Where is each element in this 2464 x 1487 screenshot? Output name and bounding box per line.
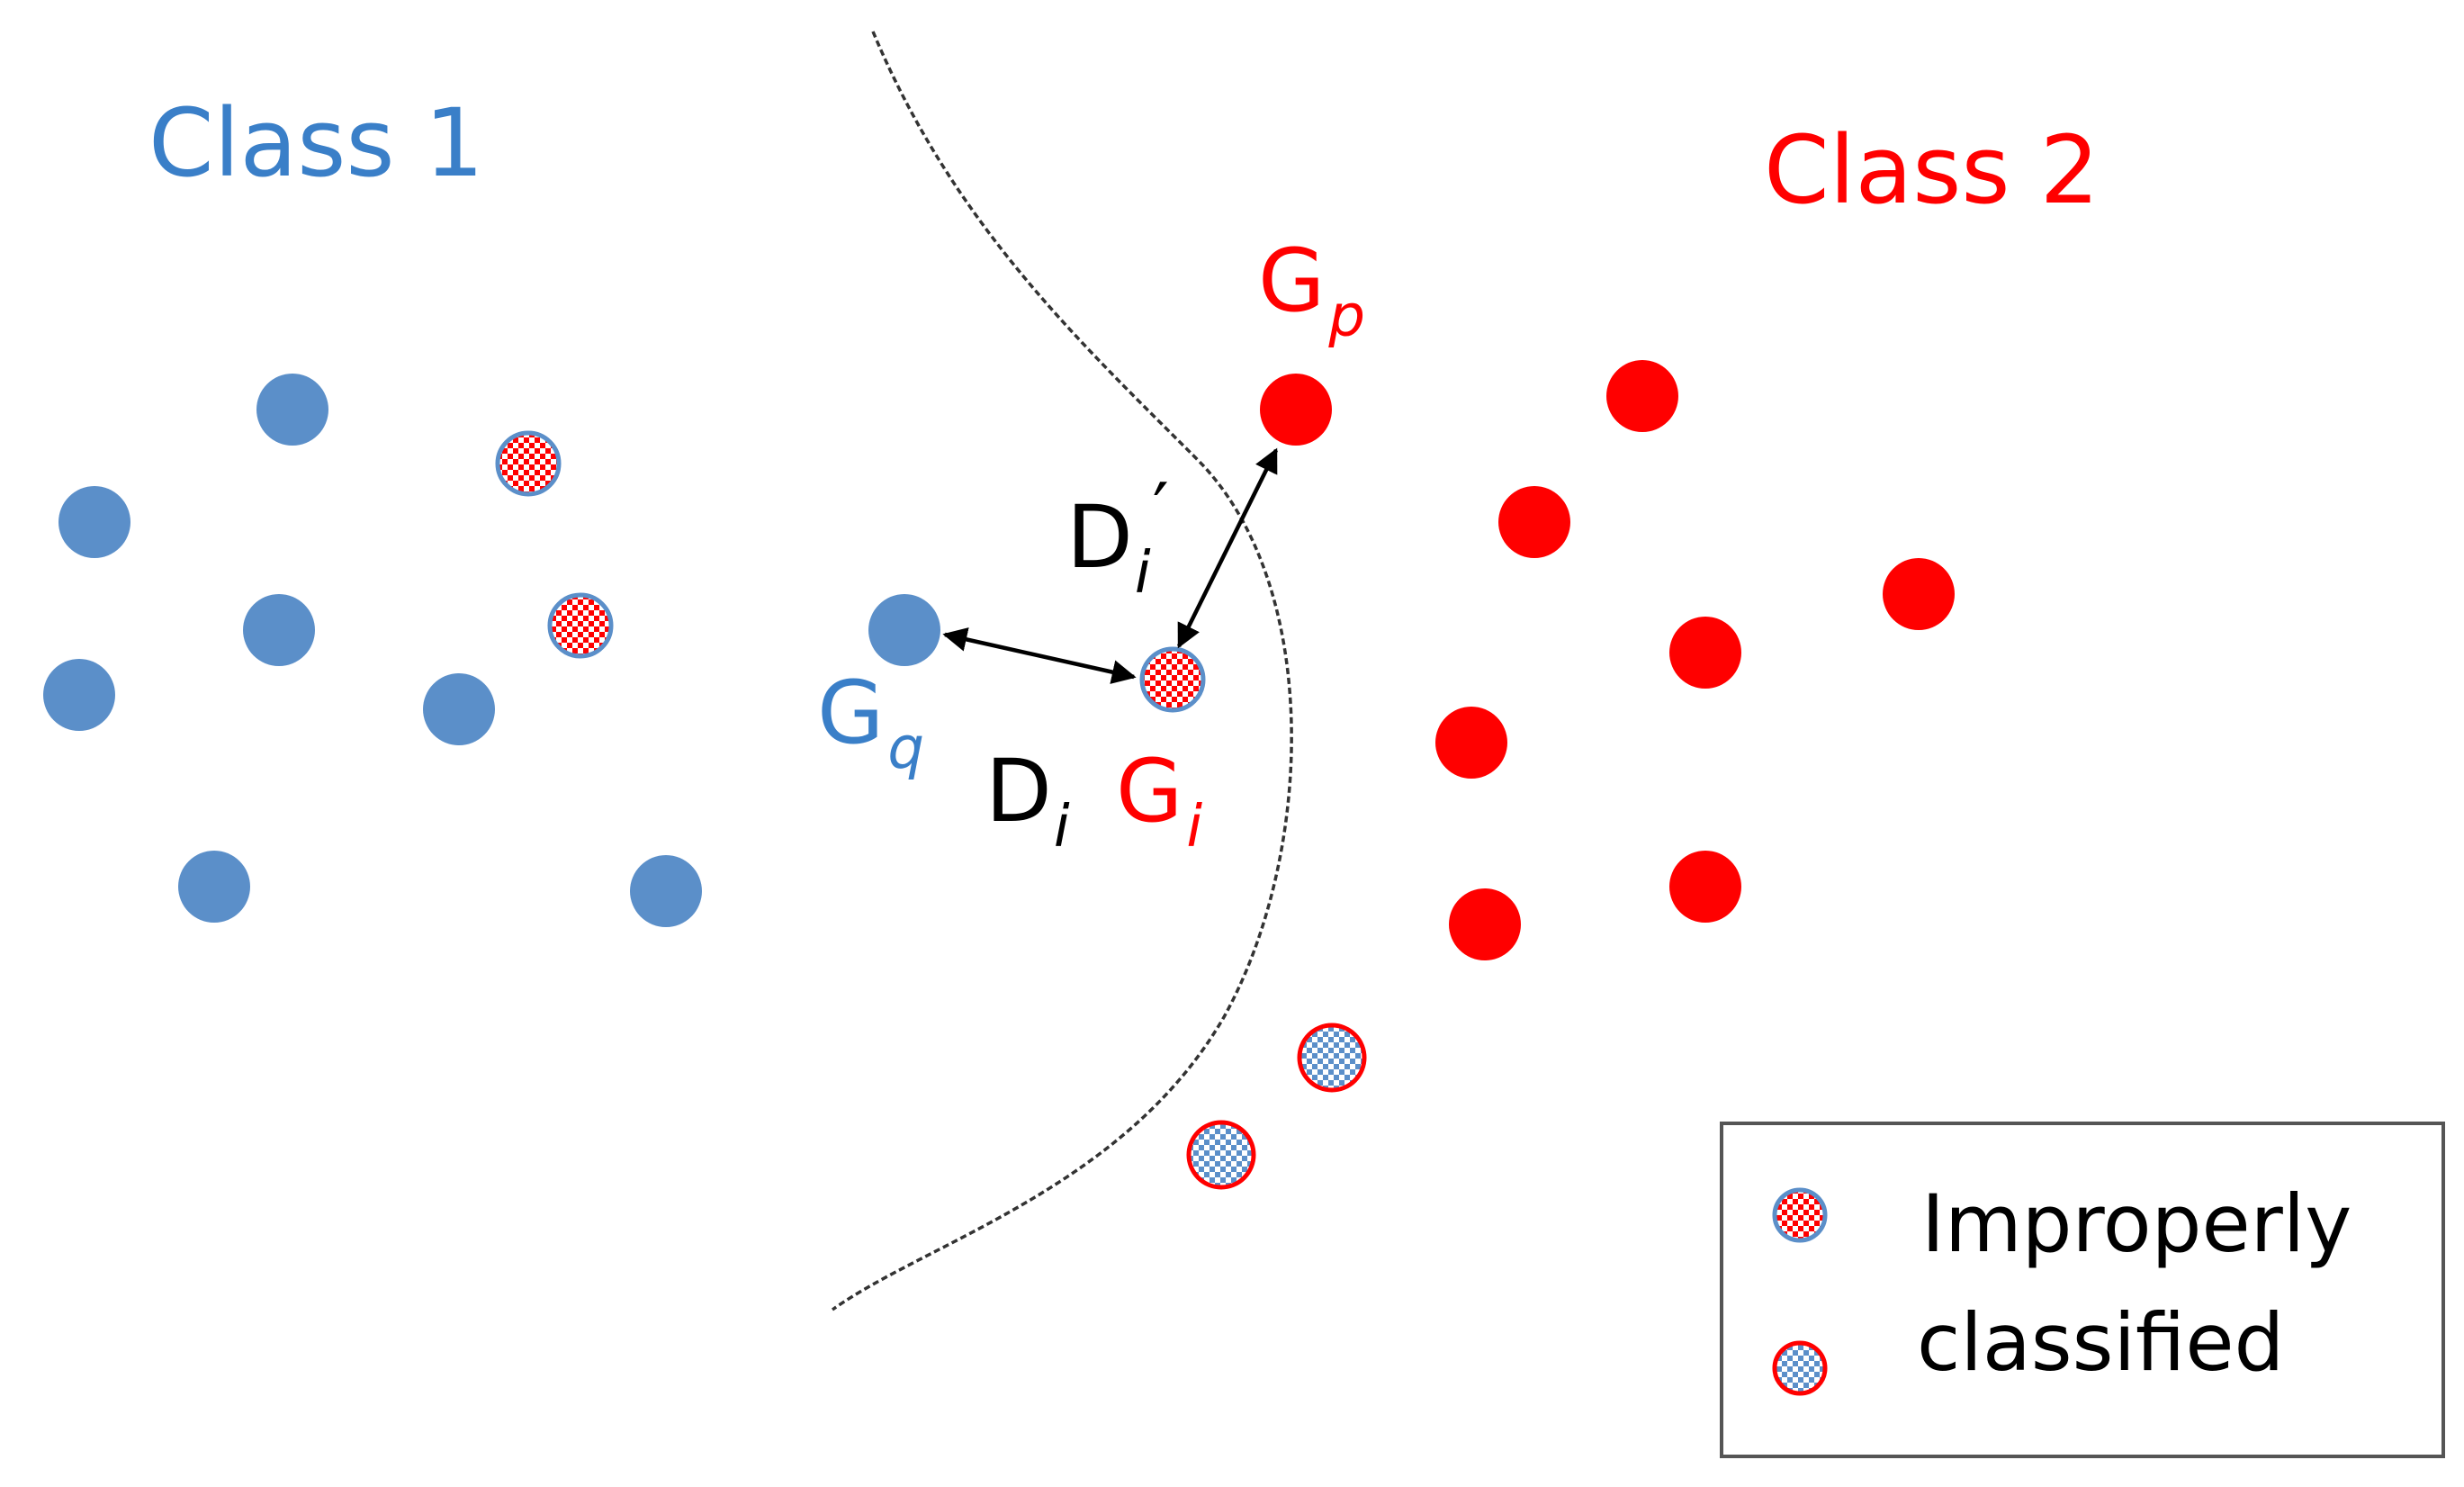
class-1-point xyxy=(256,374,328,446)
di-label-main: D xyxy=(985,741,1052,842)
di-prime-label-sub: i xyxy=(1135,540,1151,607)
legend: Improperly classified xyxy=(1720,1122,2445,1458)
class-1-point xyxy=(58,486,130,558)
class-2-points xyxy=(1260,360,1955,960)
gq-label: Gq xyxy=(817,662,924,782)
gq-point xyxy=(868,594,940,666)
legend-line-1: Improperly xyxy=(1921,1177,2352,1270)
gi-point xyxy=(1139,646,1206,713)
misclassified-point xyxy=(1297,1023,1367,1093)
class-1-point xyxy=(423,673,495,745)
misclassified-red-points xyxy=(495,430,1206,713)
legend-line-2: classified xyxy=(1917,1296,2284,1389)
di-arrow xyxy=(942,627,1137,684)
class-1-point xyxy=(630,855,702,927)
gq-label-main: G xyxy=(817,662,884,763)
class-2-point xyxy=(1606,360,1678,432)
class-1-point xyxy=(243,594,315,666)
legend-box xyxy=(1720,1122,2445,1458)
gi-label-main: G xyxy=(1116,741,1183,842)
class-1-point xyxy=(43,659,115,731)
class-2-point xyxy=(1498,486,1570,558)
class-2-point xyxy=(1883,558,1955,630)
decision-boundary xyxy=(831,31,1293,1311)
legend-red-icon xyxy=(1772,1187,1828,1243)
di-label: Di xyxy=(985,741,1070,861)
gp-point xyxy=(1260,374,1332,446)
di-prime-label-mark: ′ xyxy=(1153,468,1169,552)
di-prime-label-main: D xyxy=(1066,487,1133,588)
class-2-point xyxy=(1669,617,1741,689)
misclassified-point xyxy=(495,430,562,497)
di-prime-arrow xyxy=(1176,447,1279,649)
class-2-point xyxy=(1669,851,1741,923)
gp-label-sub: p xyxy=(1327,284,1365,350)
gi-label: Gi xyxy=(1116,741,1202,861)
class-1-point xyxy=(178,851,250,923)
di-label-sub: i xyxy=(1054,794,1070,861)
class-1-points xyxy=(43,374,940,927)
misclassified-point xyxy=(547,592,614,659)
gp-label-main: G xyxy=(1258,230,1325,331)
di-prime-label: Di′ xyxy=(1066,468,1169,607)
class-2-point xyxy=(1435,707,1507,779)
legend-blue-icon xyxy=(1772,1340,1828,1396)
misclassified-point xyxy=(1186,1120,1256,1190)
misclassified-blue-points xyxy=(1186,1023,1367,1190)
gi-label-sub: i xyxy=(1186,794,1202,861)
gq-label-sub: q xyxy=(887,716,924,782)
class-1-label: Class 1 xyxy=(148,88,484,198)
class-2-label: Class 2 xyxy=(1764,115,2100,225)
class-2-point xyxy=(1449,888,1521,960)
gp-label: Gp xyxy=(1258,230,1365,350)
